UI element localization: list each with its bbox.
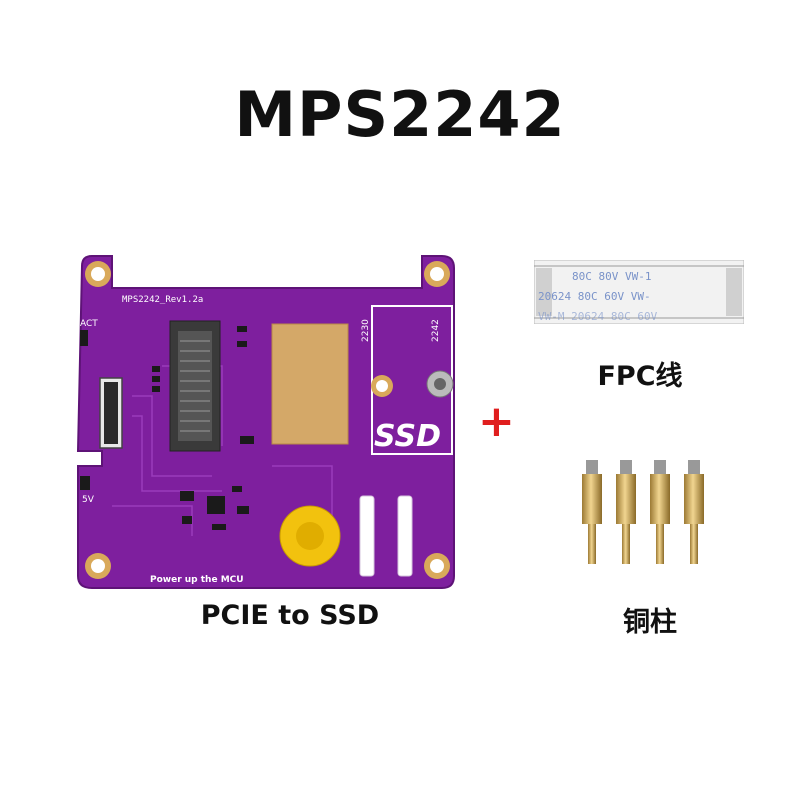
fpc-cable: 80C 80V VW-1 20624 80C 60V VW- VW-M 2062… xyxy=(534,260,744,324)
mounting-hole xyxy=(424,553,450,579)
ssd-label: SSD xyxy=(374,419,441,454)
standoff xyxy=(616,460,636,564)
board-caption: PCIE to SSD xyxy=(200,600,380,631)
fpc-print-line-2: 20624 80C 60V VW- xyxy=(538,290,651,303)
board-slot xyxy=(359,495,375,577)
standoffs-caption: 铜柱 xyxy=(623,607,677,638)
standoff xyxy=(582,460,602,564)
m2-mount-hole xyxy=(371,375,393,397)
fpc-caption: FPC线 xyxy=(597,361,683,392)
5v-label: 5V xyxy=(82,495,95,505)
smd-components xyxy=(80,326,254,530)
standoff xyxy=(650,460,670,564)
mounting-hole xyxy=(85,261,111,287)
brass-standoffs xyxy=(582,460,704,564)
act-label: ACT xyxy=(80,319,98,329)
size-2242-label: 2242 xyxy=(431,319,441,342)
pcie-ssd-board: MPS2242_Rev1.2a ACT 5V 2230 2242 SSD Pow… xyxy=(76,255,455,589)
board-model-label: MPS2242_Rev1.2a xyxy=(122,295,203,305)
fpc-print-line-3: VW-M 20624 80C 60V xyxy=(538,310,658,323)
board-slot xyxy=(397,495,413,577)
product-title: MPS2242 xyxy=(234,78,566,151)
quality-sticker xyxy=(279,505,341,567)
mounting-hole xyxy=(424,261,450,287)
gold-pad xyxy=(271,323,349,445)
m2-mount-standoff xyxy=(426,370,454,398)
size-2230-label: 2230 xyxy=(361,319,371,342)
plus-sign: + xyxy=(478,396,515,447)
fpc-print-line-1: 80C 80V VW-1 xyxy=(572,270,651,283)
mounting-hole xyxy=(85,553,111,579)
power-note-label: Power up the MCU xyxy=(150,575,244,585)
standoff xyxy=(684,460,704,564)
